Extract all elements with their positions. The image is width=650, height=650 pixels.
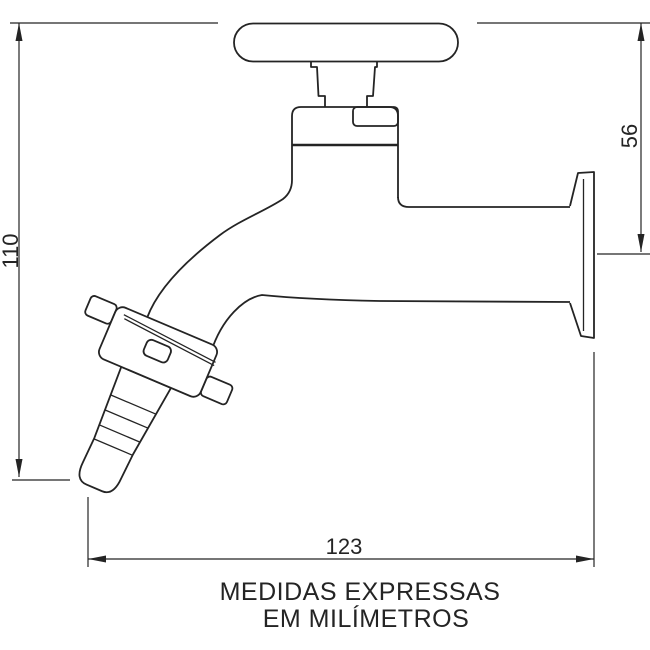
arrow-height-top	[15, 23, 23, 41]
dimension-label-width: 123	[326, 534, 363, 559]
dimension-label-wall-to-top: 56	[617, 124, 642, 148]
faucet-handle	[233, 22, 459, 63]
arrow-height-bottom	[15, 459, 23, 477]
caption-line-1: MEDIDAS EXPRESSAS	[220, 578, 501, 606]
hose-barb-ribs	[93, 394, 157, 456]
spout-bottom-outline	[210, 294, 572, 353]
arrow-depth-top	[637, 23, 645, 41]
nut-slot-detail	[142, 338, 172, 364]
valve-body-and-spout-left-outline	[146, 106, 399, 319]
dimension-label-height: 110	[0, 233, 23, 268]
arrow-width-left	[88, 555, 106, 563]
spout-top-edge	[397, 196, 571, 208]
nut-chamfer-lines	[123, 314, 216, 367]
hose-union-group	[78, 295, 234, 494]
hose-barb	[78, 365, 172, 494]
handle-neck-and-stem	[310, 61, 378, 107]
arrow-depth-bottom	[637, 234, 645, 252]
caption-line-2: EM MILÍMETROS	[263, 604, 470, 633]
wall-flange	[569, 171, 595, 339]
arrow-width-right	[576, 555, 594, 563]
cartridge-cap	[352, 106, 399, 127]
